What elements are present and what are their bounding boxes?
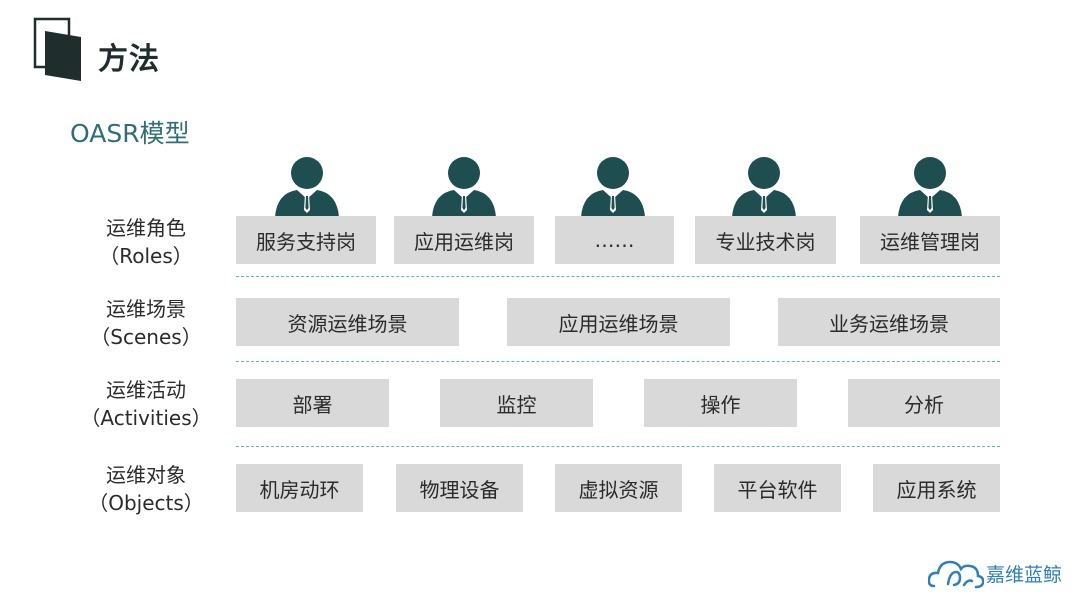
row-label-roles: 运维角色 （Roles） xyxy=(86,214,206,270)
activity-box: 分析 xyxy=(848,379,1000,427)
row-label-objects: 运维对象 （Objects） xyxy=(86,461,206,517)
object-box: 物理设备 xyxy=(396,464,523,512)
page-title: 方法 xyxy=(98,42,160,77)
role-box: 服务支持岗 xyxy=(236,216,376,264)
row-label-en: （Objects） xyxy=(88,491,204,515)
cloud-whale-logo-icon xyxy=(928,560,984,589)
row-label-en: （Scenes） xyxy=(90,325,202,349)
person-icon xyxy=(275,157,339,217)
activity-box: 操作 xyxy=(644,379,797,427)
row-separator xyxy=(236,276,1000,277)
book-logo-icon xyxy=(33,17,81,81)
row-separator xyxy=(236,361,1000,362)
model-subtitle: OASR模型 xyxy=(70,119,190,148)
role-box: 应用运维岗 xyxy=(394,216,534,264)
activity-box: 监控 xyxy=(440,379,593,427)
scene-box: 业务运维场景 xyxy=(778,298,1000,346)
object-box: 机房动环 xyxy=(236,464,363,512)
scene-box: 应用运维场景 xyxy=(507,298,730,346)
brand-logo: 嘉维蓝鲸 xyxy=(928,554,1062,592)
row-separator xyxy=(236,446,1000,447)
person-icon xyxy=(732,157,796,217)
object-box: 虚拟资源 xyxy=(555,464,682,512)
activity-box: 部署 xyxy=(236,379,389,427)
object-box: 平台软件 xyxy=(714,464,841,512)
object-box: 应用系统 xyxy=(873,464,1000,512)
brand-name: 嘉维蓝鲸 xyxy=(986,563,1063,586)
role-box: 专业技术岗 xyxy=(695,216,836,264)
person-icon xyxy=(432,157,496,217)
person-icon xyxy=(898,157,962,217)
row-label-cn: 运维角色 xyxy=(106,216,186,240)
row-label-cn: 运维活动 xyxy=(106,378,186,402)
row-label-cn: 运维场景 xyxy=(106,297,186,321)
row-label-en: （Roles） xyxy=(99,244,193,268)
row-label-activities: 运维活动 （Activities） xyxy=(80,376,212,432)
person-icon xyxy=(581,157,645,217)
role-box: …… xyxy=(555,216,674,264)
scene-box: 资源运维场景 xyxy=(236,298,459,346)
role-box: 运维管理岗 xyxy=(860,216,1000,264)
row-label-en: （Activities） xyxy=(80,406,212,430)
row-label-cn: 运维对象 xyxy=(106,463,186,487)
row-label-scenes: 运维场景 （Scenes） xyxy=(86,295,206,351)
